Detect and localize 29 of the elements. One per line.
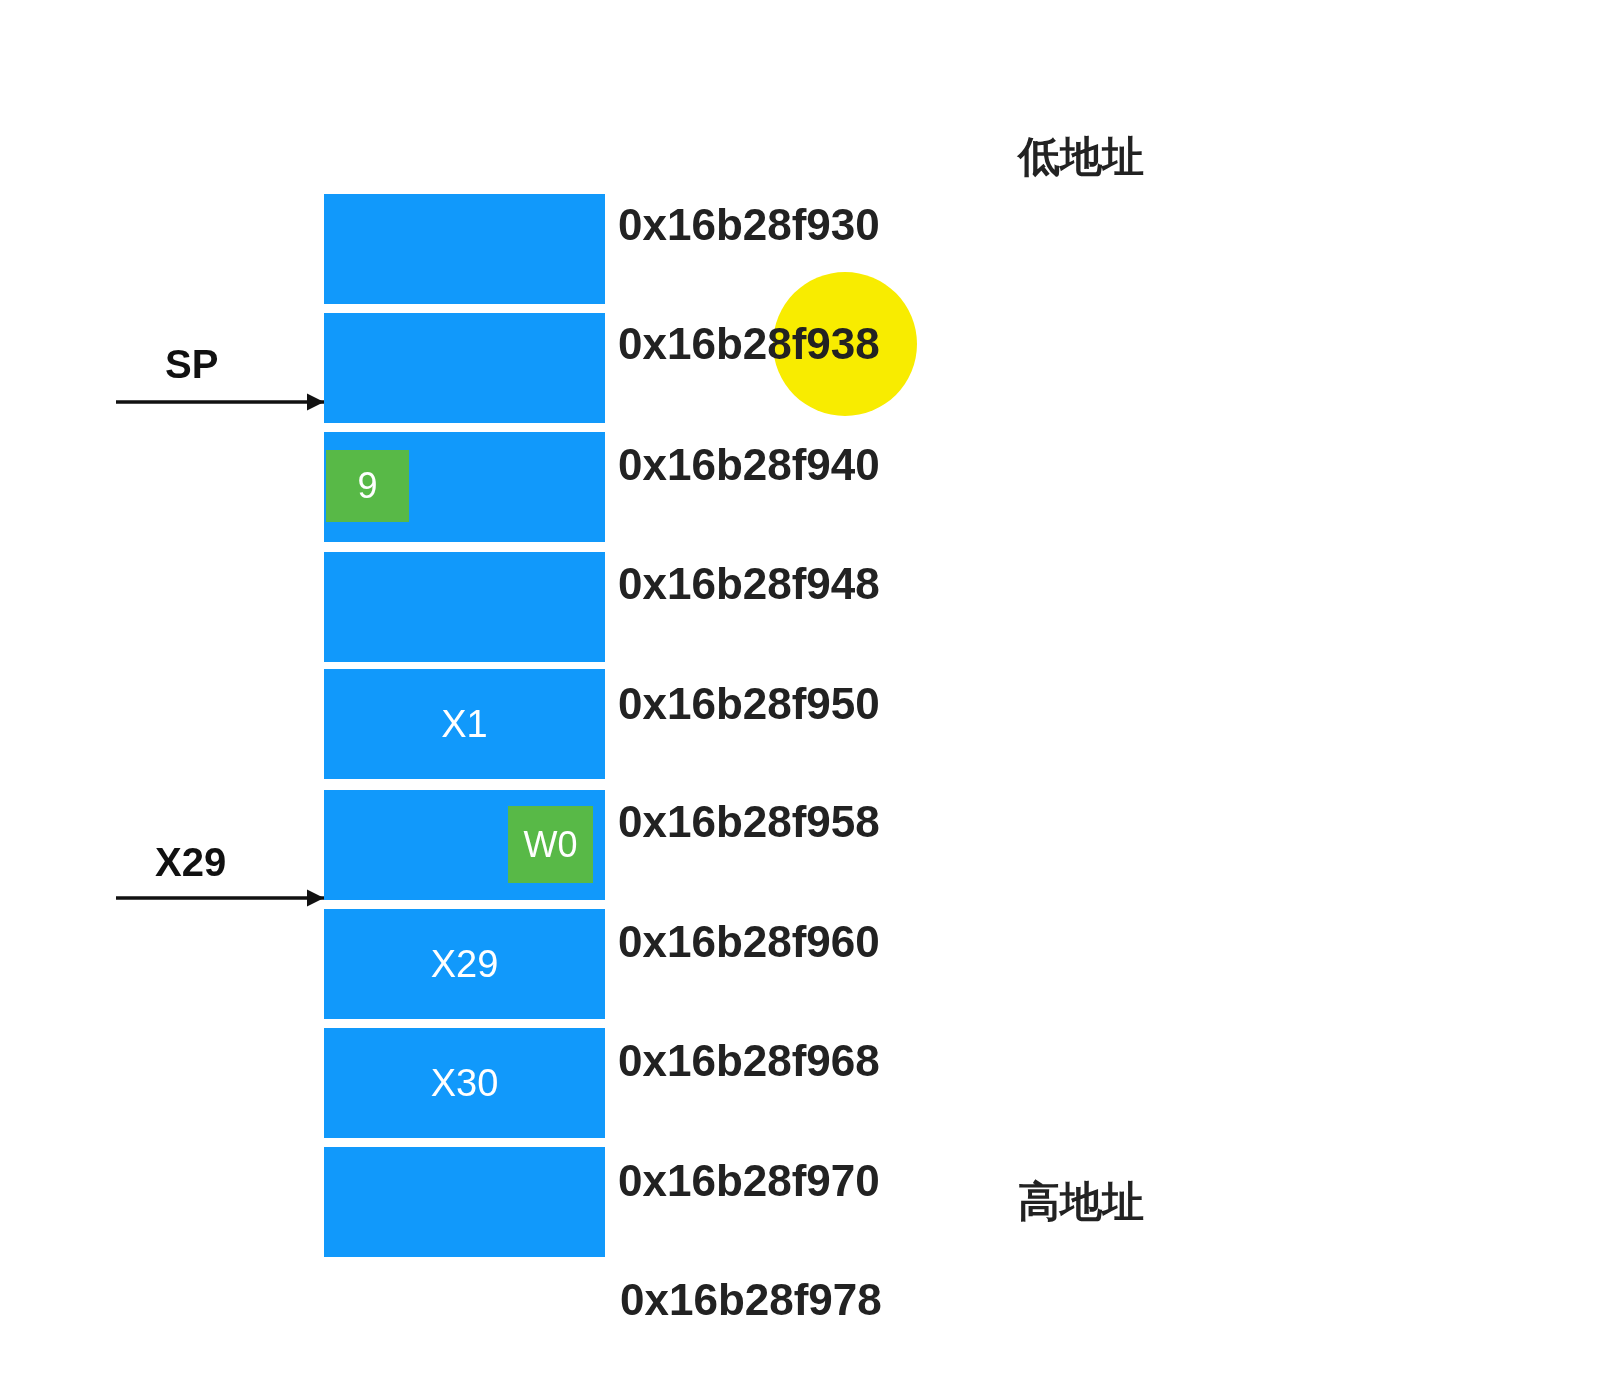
- memory-address: 0x16b28f950: [618, 682, 880, 726]
- memory-address: 0x16b28f960: [618, 920, 880, 964]
- register-name: X1: [441, 702, 488, 746]
- memory-cell: [324, 313, 605, 423]
- memory-cell: [324, 1147, 605, 1257]
- memory-address: 0x16b28f930: [618, 203, 880, 247]
- register-name: X30: [430, 1061, 499, 1105]
- value-tag: 9: [326, 450, 409, 522]
- pointer-label: X29: [155, 840, 227, 885]
- memory-cell: [324, 432, 605, 542]
- memory-address: 0x16b28f968: [618, 1039, 880, 1083]
- memory-cell: [324, 1028, 605, 1138]
- memory-address: 0x16b28f970: [618, 1159, 880, 1203]
- address-direction-label: 高地址: [1018, 1181, 1144, 1223]
- address-direction-label: 低地址: [1018, 136, 1144, 178]
- memory-cell: [324, 669, 605, 779]
- memory-cell: [324, 552, 605, 662]
- memory-address: 0x16b28f958: [618, 800, 880, 844]
- arrow: [116, 393, 324, 411]
- value-tag: W0: [508, 806, 593, 883]
- arrow: [116, 889, 324, 907]
- memory-cell: [324, 790, 605, 900]
- pointer-label: SP: [165, 342, 219, 387]
- memory-cell: [324, 909, 605, 1019]
- memory-address: 0x16b28f948: [618, 562, 880, 606]
- memory-cell: [324, 194, 605, 304]
- memory-address: 0x16b28f940: [618, 443, 880, 487]
- memory-address: 0x16b28f978: [620, 1278, 882, 1322]
- register-name: X29: [430, 942, 499, 986]
